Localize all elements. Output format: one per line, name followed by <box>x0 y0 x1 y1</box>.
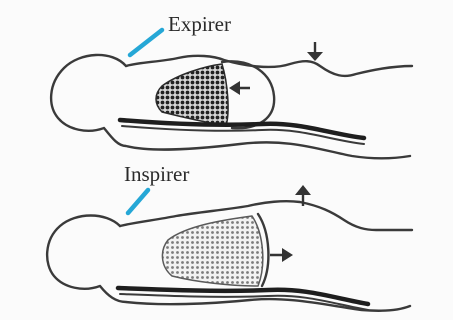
arrow-right-icon <box>270 248 293 262</box>
arrow-down-icon <box>307 42 323 61</box>
inspiration-face-outline <box>120 201 412 230</box>
inspiration-pointer <box>128 190 148 213</box>
inspiration-panel: Inspirer <box>47 162 412 311</box>
expiration-pointer <box>130 30 162 55</box>
expiration-face-outline <box>126 56 412 76</box>
expiration-diaphragm <box>222 61 274 128</box>
inspiration-lung <box>162 216 262 286</box>
expiration-panel: Expirer <box>51 12 412 158</box>
inspiration-label: Inspirer <box>124 162 189 186</box>
expiration-label: Expirer <box>168 12 231 36</box>
arrow-left-icon <box>229 81 250 95</box>
expiration-lung <box>156 64 228 126</box>
